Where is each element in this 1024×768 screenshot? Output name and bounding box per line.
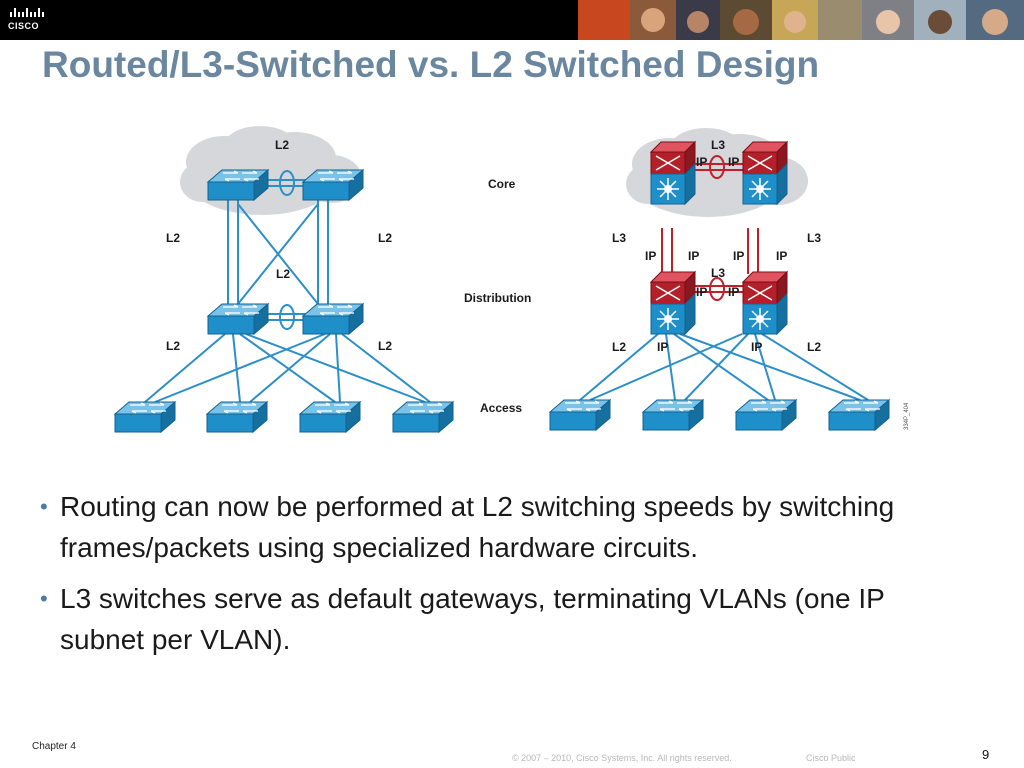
l2-design: L2 L2 L2 L2 L2 L2 (114, 126, 454, 433)
bullet-icon: • (40, 494, 48, 519)
left-upper-right-label: L2 (378, 231, 392, 245)
people-photo-strip (578, 0, 1024, 40)
right-dist-l3-switch-1 (650, 271, 696, 335)
classification-label: Cisco Public (806, 753, 856, 763)
right-upper-right-label: L3 (807, 231, 821, 245)
right-blue-links (579, 333, 869, 401)
right-distribution-label: L3 (711, 266, 725, 280)
tier-distribution-label: Distribution (464, 291, 531, 305)
right-lower-right-label: L2 (807, 340, 821, 354)
chapter-label: Chapter 4 (32, 741, 76, 752)
figure-code: 334P_404 (904, 402, 910, 430)
right-lower-ip-right: IP (751, 340, 762, 354)
right-uplink-ip-2: IP (688, 249, 699, 263)
tier-core-label: Core (488, 177, 516, 191)
right-lower-left-label: L2 (612, 340, 626, 354)
bullet-text: L3 switches serve as default gateways, t… (60, 583, 885, 655)
copyright-notice: © 2007 – 2010, Cisco Systems, Inc. All r… (512, 753, 732, 763)
right-core-label: L3 (711, 138, 725, 152)
page-number: 9 (982, 747, 990, 762)
bullet-list: • Routing can now be performed at L2 swi… (40, 486, 970, 670)
cisco-wordmark: CISCO (8, 21, 40, 31)
left-access-switch-1 (114, 401, 176, 433)
top-banner: CISCO (0, 0, 1024, 40)
right-uplink-ip-3: IP (733, 249, 744, 263)
bullet-icon: • (40, 586, 48, 611)
left-dist-etherchannel (279, 304, 295, 330)
cisco-logo: CISCO (0, 0, 66, 38)
left-core-etherchannel (279, 170, 295, 196)
right-uplink-ip-1: IP (645, 249, 656, 263)
right-access-switch-4 (828, 399, 890, 431)
network-design-diagram: L2 L2 L2 L2 L2 L2 Core Distribution Acce… (114, 126, 910, 433)
right-upper-left-label: L3 (612, 231, 626, 245)
left-upper-left-label: L2 (166, 231, 180, 245)
right-core-l3-switch-2 (742, 141, 788, 205)
tier-access-label: Access (480, 401, 522, 415)
right-core-etherchannel (709, 155, 725, 179)
left-distribution-label: L2 (276, 267, 290, 281)
right-core-ip-left: IP (696, 155, 707, 169)
left-core-label: L2 (275, 138, 289, 152)
right-lower-ip-left: IP (657, 340, 668, 354)
right-access-switch-1 (549, 399, 611, 431)
right-uplink-ip-4: IP (776, 249, 787, 263)
left-lower-left-label: L2 (166, 339, 180, 353)
right-dist-l3-switch-2 (742, 271, 788, 335)
right-dist-ip-left: IP (696, 285, 707, 299)
bullet-text: Routing can now be performed at L2 switc… (60, 491, 895, 563)
right-access-switch-3 (735, 399, 797, 431)
slide-title: Routed/L3-Switched vs. L2 Switched Desig… (42, 44, 820, 85)
bullet-item: • Routing can now be performed at L2 swi… (40, 486, 970, 568)
left-core-switch-2 (302, 169, 364, 201)
left-dist-switch-2 (302, 303, 364, 335)
bullet-item: • L3 switches serve as default gateways,… (40, 578, 970, 660)
left-access-switch-3 (299, 401, 361, 433)
left-access-switch-4 (392, 401, 454, 433)
left-core-switch-1 (207, 169, 269, 201)
left-lower-right-label: L2 (378, 339, 392, 353)
left-access-switch-2 (206, 401, 268, 433)
right-dist-etherchannel (709, 277, 725, 301)
right-access-switch-2 (642, 399, 704, 431)
left-dist-switch-1 (207, 303, 269, 335)
l3-design: L3 IP IP L3 L3 IP IP IP IP L3 IP IP L2 I… (549, 128, 890, 431)
right-core-l3-switch-1 (650, 141, 696, 205)
right-dist-ip-right: IP (728, 285, 739, 299)
left-links (144, 179, 431, 403)
right-core-ip-right: IP (728, 155, 739, 169)
right-red-links (661, 163, 759, 293)
cisco-bars-icon (10, 8, 44, 17)
